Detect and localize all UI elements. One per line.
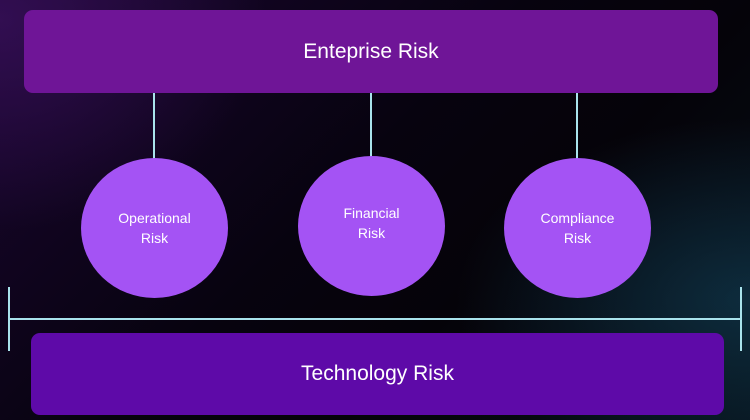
bracket-left-tick: [8, 287, 10, 351]
compliance-risk-circle: Compliance Risk: [504, 158, 651, 298]
connector-compliance: [576, 93, 578, 159]
enterprise-risk-box: Enteprise Risk: [24, 10, 718, 93]
connector-financial: [370, 93, 372, 159]
horizontal-bracket-line: [8, 318, 742, 320]
operational-risk-label: Operational Risk: [118, 210, 191, 246]
financial-risk-circle: Financial Risk: [298, 156, 445, 296]
financial-risk-label: Financial Risk: [343, 205, 400, 241]
bracket-right-tick: [740, 287, 742, 351]
operational-risk-circle: Operational Risk: [81, 158, 228, 298]
enterprise-risk-label: Enteprise Risk: [303, 39, 439, 63]
technology-risk-label: Technology Risk: [301, 362, 454, 385]
connector-operational: [153, 93, 155, 159]
technology-risk-box: Technology Risk: [31, 333, 724, 415]
compliance-risk-label: Compliance Risk: [540, 210, 615, 246]
